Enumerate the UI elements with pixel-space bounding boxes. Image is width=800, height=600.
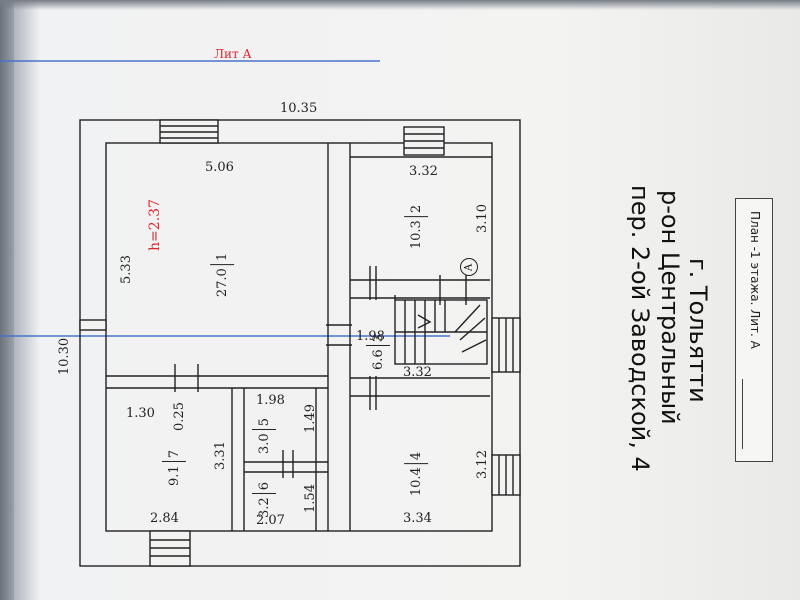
dim-corner-b: 0.25 bbox=[171, 402, 187, 431]
top-shadow bbox=[0, 0, 800, 10]
dim-room7-width: 2.84 bbox=[150, 511, 179, 526]
blue-ruled-line bbox=[0, 60, 380, 62]
window-left bbox=[79, 319, 107, 331]
dim-room1-height: 5.33 bbox=[118, 255, 134, 284]
title-underline bbox=[742, 379, 743, 449]
window-top-left bbox=[159, 119, 219, 144]
height-label: h=2.37 bbox=[146, 199, 163, 251]
litera-label-line1: Лит А bbox=[214, 47, 252, 61]
dim-room2-height: 3.10 bbox=[474, 204, 490, 233]
plan-title: План -1 этажа. Лит. А bbox=[748, 211, 762, 349]
blue-ruled-line bbox=[0, 335, 450, 337]
dim-left-overall: 10.30 bbox=[57, 337, 73, 376]
dim-room5-height: 1.49 bbox=[302, 404, 318, 433]
window-top-right bbox=[403, 126, 445, 156]
address-line-1: г. Тольятти bbox=[684, 258, 712, 403]
dim-stair-height: 1.98 bbox=[356, 329, 385, 344]
dim-room2-width: 3.32 bbox=[409, 164, 438, 179]
dim-room7-height: 3.31 bbox=[212, 441, 228, 470]
outer-wall bbox=[79, 119, 521, 567]
dim-room6-height: 1.54 bbox=[302, 484, 318, 513]
dim-corner-a: 1.30 bbox=[126, 406, 155, 421]
binder-edge bbox=[0, 0, 14, 600]
axis-marker: А bbox=[460, 258, 478, 276]
plan-title-box: План -1 этажа. Лит. А bbox=[735, 198, 773, 462]
dim-room5-width: 1.98 bbox=[256, 393, 285, 408]
window-right bbox=[491, 317, 521, 373]
dim-room4-height: 3.12 bbox=[474, 450, 490, 479]
dim-room4-width: 3.34 bbox=[403, 511, 432, 526]
dim-top-overall: 10.35 bbox=[280, 101, 318, 116]
window-right-lower bbox=[491, 454, 521, 496]
dim-room6-width: 2.07 bbox=[256, 513, 285, 528]
address-line-3: пер. 2-ой Заводской, 4 bbox=[626, 185, 654, 472]
address-line-2: р-он Центральный bbox=[656, 190, 684, 425]
window-bottom bbox=[149, 530, 191, 567]
dim-room1-width: 5.06 bbox=[205, 160, 234, 175]
dim-stair-width: 3.32 bbox=[403, 365, 432, 380]
